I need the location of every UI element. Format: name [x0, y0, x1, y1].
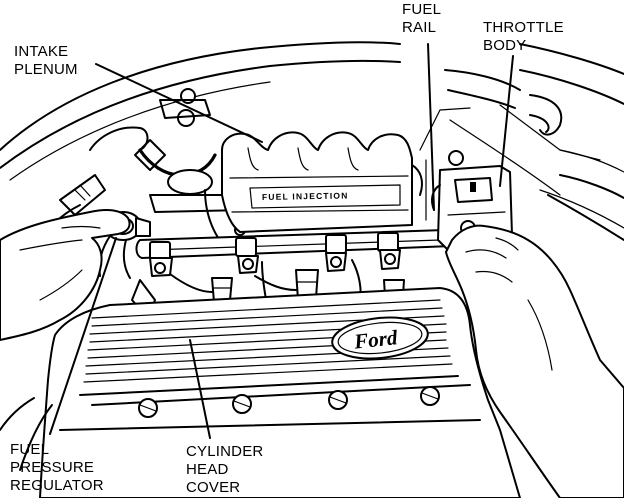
label-fuel-rail-line1: FUEL [402, 1, 441, 18]
label-intake-plenum-line2: PLENUM [14, 61, 78, 78]
label-fuel-pressure-regulator: FUEL PRESSURE REGULATOR [10, 441, 104, 494]
leader-fuel-rail [427, 43, 435, 211]
label-fuel-rail: FUEL RAIL [402, 1, 441, 36]
label-throttle-body: THROTTLE BODY [483, 19, 564, 54]
label-chc-line2: HEAD [186, 461, 228, 478]
leader-throttle-body [499, 55, 514, 187]
intake-plenum: FUEL INJECTION [221, 131, 423, 233]
leader-intake-plenum [95, 63, 263, 143]
plenum-embossed-text: FUEL INJECTION [262, 190, 349, 202]
label-fpr-line3: REGULATOR [10, 477, 104, 494]
label-chc-line1: CYLINDER [186, 443, 263, 460]
fuel-rail [135, 229, 455, 261]
label-intake-plenum: INTAKE PLENUM [14, 43, 78, 78]
cylinder-head-cover: Ford [0, 287, 521, 498]
leader-lines [49, 43, 514, 439]
injector [211, 255, 259, 303]
label-fpr-line1: FUEL [10, 441, 49, 458]
label-chc-line3: COVER [186, 479, 240, 496]
right-hand [445, 224, 624, 498]
label-fuel-rail-line2: RAIL [402, 19, 436, 36]
label-fpr-line2: PRESSURE [10, 459, 94, 476]
label-intake-plenum-line1: INTAKE [14, 43, 68, 60]
label-throttle-body-line2: BODY [483, 37, 526, 54]
leader-fuel-pressure-regulator [49, 237, 117, 435]
left-hand [0, 209, 131, 341]
right-hoses [419, 69, 624, 241]
ford-logo-text: Ford [352, 325, 399, 354]
label-throttle-body-line1: THROTTLE [483, 19, 564, 36]
label-cylinder-head-cover: CYLINDER HEAD COVER [186, 443, 263, 496]
leader-cylinder-head-cover [189, 339, 211, 439]
injector [131, 257, 173, 319]
